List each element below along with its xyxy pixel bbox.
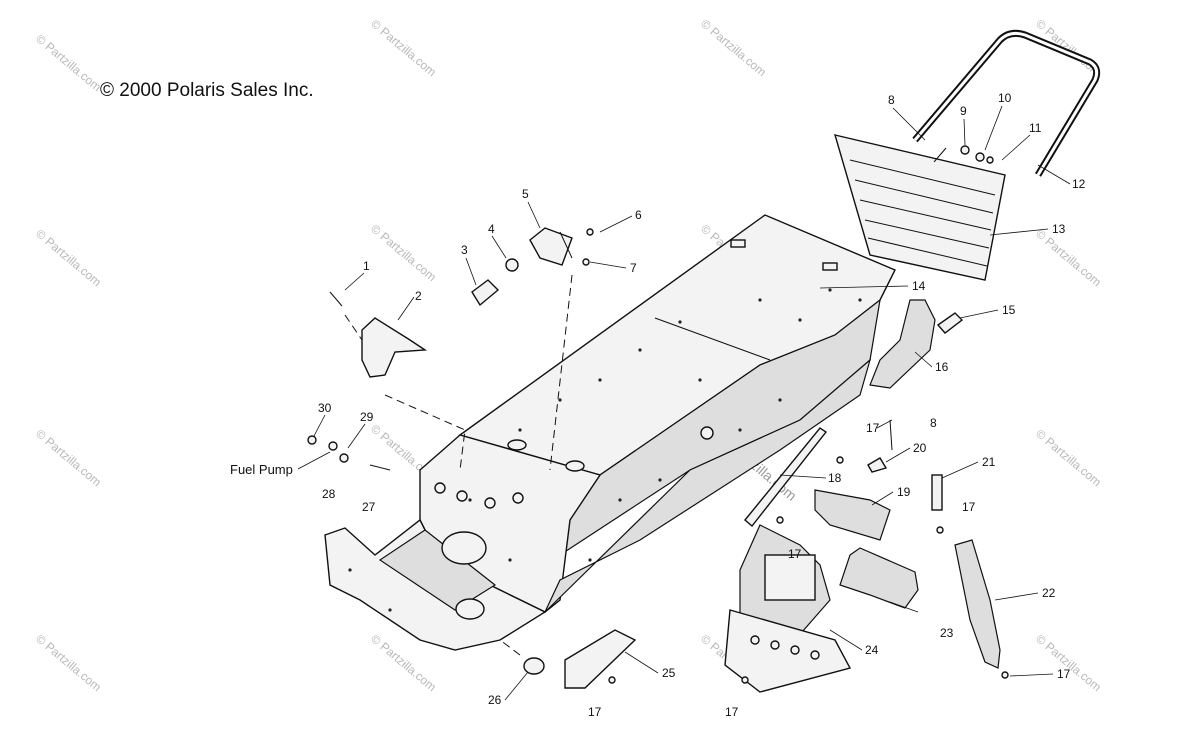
rail-hole <box>700 426 714 440</box>
hardware <box>307 145 1009 684</box>
callout: 17 <box>788 547 802 561</box>
callout: 13 <box>1052 222 1066 236</box>
callout: 20 <box>913 441 927 455</box>
callout: 4 <box>488 222 495 236</box>
nose-hole <box>455 598 485 620</box>
belly-plate <box>564 629 637 689</box>
side-rail <box>544 358 872 613</box>
bolt <box>471 279 500 307</box>
copyright-notice: © 2000 Polaris Sales Inc. <box>100 80 314 101</box>
fitting <box>512 492 524 504</box>
hitch-pin <box>936 312 964 334</box>
snow-flap <box>833 134 1006 281</box>
nose-opening <box>441 531 487 565</box>
watermark: © Partzilla.com <box>698 17 769 80</box>
tunnel-hole <box>565 460 585 472</box>
callout: 19 <box>897 485 911 499</box>
callout: 25 <box>662 666 676 680</box>
callout: 29 <box>360 410 374 424</box>
callout: 26 <box>488 693 502 707</box>
snow-flap-ribs <box>849 159 996 267</box>
callout: 17 <box>962 500 976 514</box>
watermarks: © Partzilla.com © Partzilla.com © Partzi… <box>33 17 1104 695</box>
watermark: © Partzilla.com <box>368 222 439 285</box>
watermark: © Partzilla.com <box>368 17 439 80</box>
callout: 2 <box>415 289 422 303</box>
callout: 15 <box>1002 303 1016 317</box>
watermark: © Partzilla.com <box>33 632 104 695</box>
callout: 28 <box>322 487 336 501</box>
chassis <box>324 214 896 651</box>
mount-bracket <box>361 317 428 378</box>
callout: 8 <box>888 93 895 107</box>
callout: 7 <box>630 261 637 275</box>
tunnel-hole <box>507 439 527 451</box>
callout: 8 <box>930 416 937 430</box>
callout: 17 <box>1057 667 1071 681</box>
plate-window <box>764 554 816 601</box>
clip-20 <box>867 457 888 473</box>
callout: 3 <box>461 243 468 257</box>
callout: 17 <box>588 705 602 719</box>
callout: 24 <box>865 643 879 657</box>
callout: 18 <box>828 471 842 485</box>
callout: 27 <box>362 500 376 514</box>
callout: 16 <box>935 360 949 374</box>
fitting <box>434 482 446 494</box>
watermark: © Partzilla.com <box>33 227 104 290</box>
side-panel <box>954 539 1001 669</box>
callout: 22 <box>1042 586 1056 600</box>
skid-plate <box>724 609 852 693</box>
bracket-21 <box>931 474 943 511</box>
callout: 12 <box>1072 177 1086 191</box>
watermark: © Partzilla.com <box>1033 632 1104 695</box>
watermark: © Partzilla.com <box>33 32 104 95</box>
leader-lines <box>297 105 1071 701</box>
callout: 23 <box>940 626 954 640</box>
tunnel-seam <box>654 317 771 361</box>
fuel-pump-label: Fuel Pump <box>230 462 293 477</box>
screw <box>329 291 343 307</box>
callout: 17 <box>725 705 739 719</box>
hitch-bracket <box>869 299 936 389</box>
tunnel-slot <box>730 239 746 248</box>
footrest-support <box>839 547 919 609</box>
plug <box>523 657 545 675</box>
nut <box>505 258 519 272</box>
callout-labels: 1 2 3 4 5 6 7 8 9 10 11 12 13 14 15 16 1… <box>230 91 1086 719</box>
fitting <box>456 490 468 502</box>
rail-strip <box>744 427 828 528</box>
callout: 9 <box>960 104 967 118</box>
callout: 5 <box>522 187 529 201</box>
support-bracket <box>529 227 573 266</box>
callout: 6 <box>635 208 642 222</box>
tunnel-slot <box>822 262 838 271</box>
callout: 1 <box>363 259 370 273</box>
rear-bumper-inner <box>913 31 1099 176</box>
callout: 21 <box>982 455 996 469</box>
callout: 30 <box>318 401 332 415</box>
callout: 11 <box>1029 121 1042 135</box>
callout: 10 <box>998 91 1012 105</box>
front-nose-inner <box>378 529 497 611</box>
dashed-lines <box>344 274 573 656</box>
watermark: © Partzilla.com <box>33 427 104 490</box>
callout: 17 <box>866 421 880 435</box>
watermark: © Partzilla.com <box>1033 427 1104 490</box>
watermark: © Partzilla.com <box>1033 227 1104 290</box>
fitting <box>484 497 496 509</box>
footrest-bracket <box>814 489 891 541</box>
callout: 14 <box>912 279 926 293</box>
